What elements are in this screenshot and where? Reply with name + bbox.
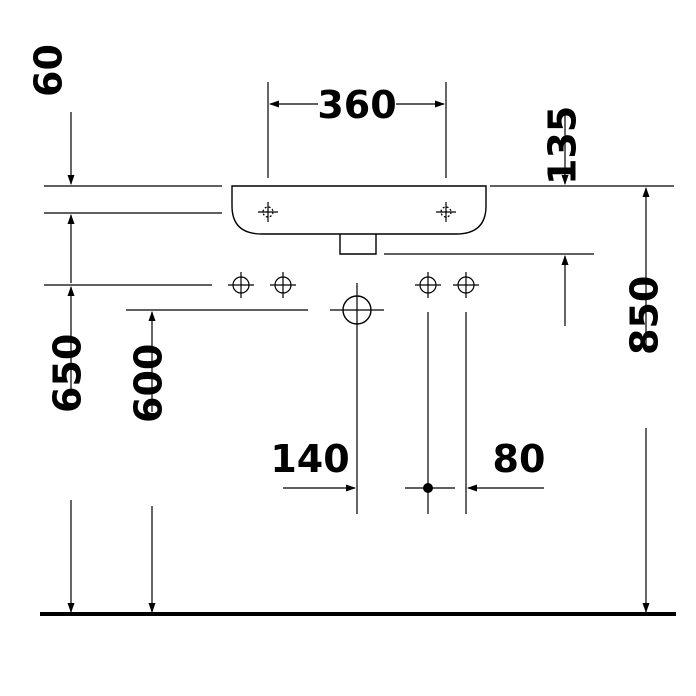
basin-depth-label: 135 — [540, 106, 584, 185]
drain-outlet-marker — [330, 283, 384, 514]
drain-height-label: 600 — [126, 344, 170, 423]
supply-marker-2 — [270, 272, 296, 298]
drain-offset-dimension: 140 — [270, 437, 455, 493]
width-dimension: 360 — [267, 82, 447, 178]
offset-reference-dot — [423, 483, 433, 493]
basin-drain-stub — [339, 234, 377, 255]
rim-height-dimension: 850 — [622, 187, 666, 613]
rim-height-label: 850 — [622, 276, 666, 355]
tap-height-label: 650 — [45, 334, 89, 413]
right-tap-hole-mark — [436, 202, 456, 222]
supply-marker-4 — [453, 272, 479, 298]
top-offset-dimension: 60 — [27, 44, 75, 283]
top-offset-label: 60 — [27, 44, 71, 97]
tap-spacing-label: 80 — [493, 437, 546, 481]
drain-offset-label: 140 — [270, 437, 349, 481]
drain-height-dimension: 600 — [126, 311, 170, 613]
tap-height-dimension: 650 — [45, 286, 89, 613]
left-tap-hole-mark — [258, 202, 278, 222]
width-dimension-label: 360 — [317, 83, 396, 127]
supply-marker-1 — [228, 272, 254, 298]
supply-marker-3 — [415, 272, 441, 298]
basin-outline — [231, 185, 487, 235]
basin-depth-dimension: 135 — [540, 106, 584, 326]
tap-spacing-dimension: 80 — [467, 437, 546, 492]
